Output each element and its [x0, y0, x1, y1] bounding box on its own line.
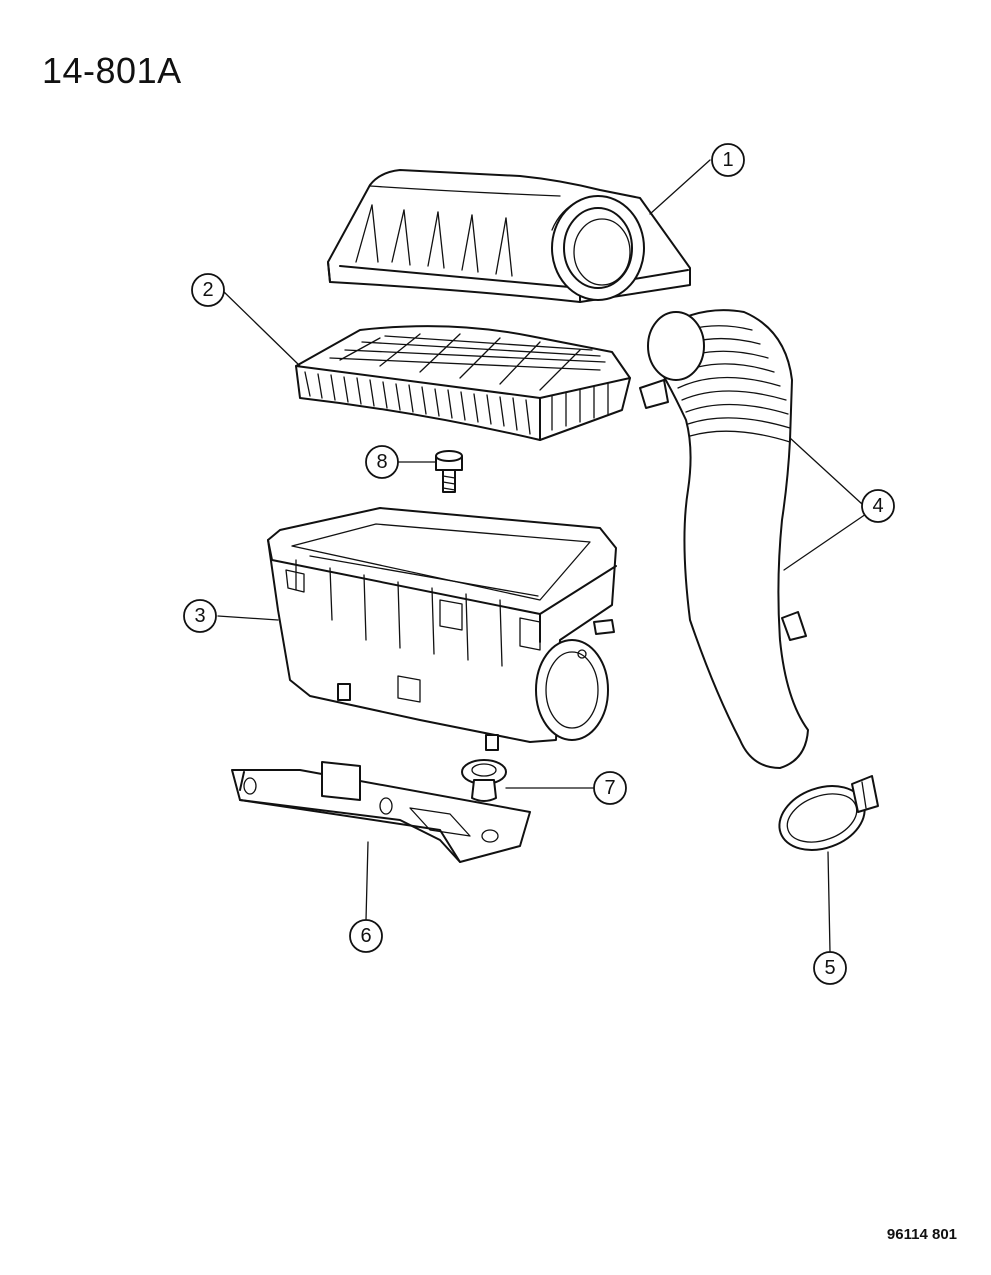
callout-4-label: 4	[872, 495, 883, 517]
callout-6-label: 6	[360, 925, 371, 947]
bolt	[435, 450, 463, 493]
reference-code: 96114 801	[886, 1226, 957, 1243]
leader-line-4a	[789, 437, 863, 505]
callout-2-label: 2	[202, 279, 213, 301]
callout-5-label: 5	[824, 957, 835, 979]
grommet	[461, 759, 507, 802]
callout-7-label: 7	[604, 777, 615, 799]
mounting-bracket	[231, 761, 531, 863]
callout-3-label: 3	[194, 605, 205, 627]
callout-2: 2	[191, 273, 225, 307]
callout-4: 4	[861, 489, 895, 523]
leader-line-3	[217, 615, 279, 621]
callout-5: 5	[813, 951, 847, 985]
callout-7: 7	[593, 771, 627, 805]
air-filter-element	[295, 325, 631, 441]
leader-line-6	[365, 841, 369, 921]
leader-line-2	[221, 289, 301, 367]
hose-clamp	[778, 775, 879, 851]
air-cleaner-housing	[267, 507, 617, 751]
callout-6: 6	[349, 919, 383, 953]
callout-1: 1	[711, 143, 745, 177]
air-cleaner-cover	[327, 169, 691, 303]
leader-line-5	[827, 851, 831, 953]
leader-line-4b	[783, 513, 867, 571]
callout-3: 3	[183, 599, 217, 633]
inlet-hose	[639, 309, 809, 769]
leader-line-1	[649, 159, 711, 215]
callout-8-label: 8	[376, 451, 387, 473]
callout-8: 8	[365, 445, 399, 479]
figure-title: 14-801A	[42, 50, 182, 91]
callout-1-label: 1	[722, 149, 733, 171]
